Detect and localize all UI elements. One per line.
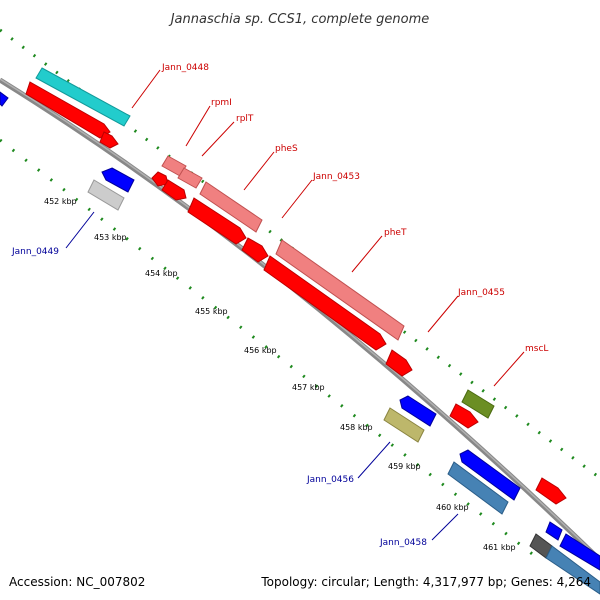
tick-label-452: 452 kbp xyxy=(44,197,77,206)
gene-reverse-far-b[interactable] xyxy=(559,533,600,571)
gene-reverse-edge[interactable] xyxy=(0,91,9,107)
gene-jann-0449-blue[interactable] xyxy=(101,167,135,193)
gene-jann-0456-khaki[interactable] xyxy=(383,407,425,443)
gene-phet-red[interactable] xyxy=(263,255,387,351)
leader-rpmi xyxy=(185,105,211,147)
tick-label-457: 457 kbp xyxy=(292,383,325,392)
gene-red-small-a[interactable] xyxy=(151,171,169,187)
gene-reverse-far-steel[interactable] xyxy=(545,545,600,595)
gene-label-rpmi[interactable]: rpmI xyxy=(211,98,232,108)
gene-phes[interactable] xyxy=(199,181,263,233)
gene-jann-0456-blue[interactable] xyxy=(399,395,437,427)
gene-reverse-far-a[interactable] xyxy=(545,521,563,541)
tick-label-459: 459 kbp xyxy=(388,462,421,471)
tick-label-453: 453 kbp xyxy=(94,233,127,242)
gene-mscl-red[interactable] xyxy=(449,403,479,429)
leader-phet xyxy=(351,235,383,273)
gene-jann-0458-steel[interactable] xyxy=(447,461,509,515)
gene-label-jann-0449[interactable]: Jann_0449 xyxy=(11,247,59,257)
gene-rplt[interactable] xyxy=(177,167,203,189)
gene-jann-0449-gray[interactable] xyxy=(87,179,125,211)
tick-label-454: 454 kbp xyxy=(145,269,178,278)
gene-jann-0448-cyan[interactable] xyxy=(35,67,131,127)
tick-label-458: 458 kbp xyxy=(340,423,373,432)
gene-label-jann-0458[interactable]: Jann_0458 xyxy=(379,538,427,548)
leader-jann-0458 xyxy=(431,513,459,541)
gene-label-jann-0453[interactable]: Jann_0453 xyxy=(312,172,360,182)
gene-phes-red[interactable] xyxy=(187,197,247,245)
gene-label-phet[interactable]: pheT xyxy=(384,228,407,238)
gene-mscl[interactable] xyxy=(461,389,495,419)
tick-label-460: 460 kbp xyxy=(436,503,469,512)
tick-label-461: 461 kbp xyxy=(483,543,516,552)
gene-label-jann-0448[interactable]: Jann_0448 xyxy=(161,63,209,73)
gene-jann-0458-blue[interactable] xyxy=(459,449,521,501)
leader-jann-0453 xyxy=(281,179,313,219)
leader-rplt xyxy=(201,121,235,157)
topology-summary-text: Topology: circular; Length: 4,317,977 bp… xyxy=(260,575,591,589)
gene-label-rplt[interactable]: rplT xyxy=(236,114,254,124)
gene-label-jann-0455[interactable]: Jann_0455 xyxy=(457,288,505,298)
leader-jann-0448 xyxy=(131,69,161,109)
gene-label-phes[interactable]: pheS xyxy=(275,144,298,154)
leader-jann-0456 xyxy=(357,441,391,479)
gene-jann-0455-red[interactable] xyxy=(385,349,413,377)
gene-red-far[interactable] xyxy=(535,477,567,505)
leader-mscl xyxy=(493,351,525,387)
leader-jann-0449 xyxy=(65,211,95,249)
gene-label-mscl[interactable]: mscL xyxy=(525,344,548,354)
accession-text: Accession: NC_007802 xyxy=(9,575,145,589)
leader-phes xyxy=(243,151,275,191)
gene-jann-0453-red[interactable] xyxy=(241,237,269,263)
tick-label-456: 456 kbp xyxy=(244,346,277,355)
tick-label-455: 455 kbp xyxy=(195,307,228,316)
gene-phet[interactable] xyxy=(275,239,405,341)
gene-label-jann-0456[interactable]: Jann_0456 xyxy=(306,475,354,485)
map-title: Jannaschia sp. CCS1, complete genome xyxy=(168,12,430,27)
gene-forward-arrow-small[interactable] xyxy=(99,131,119,149)
leader-jann-0455 xyxy=(427,295,459,333)
gene-red-small-b[interactable] xyxy=(161,179,187,201)
